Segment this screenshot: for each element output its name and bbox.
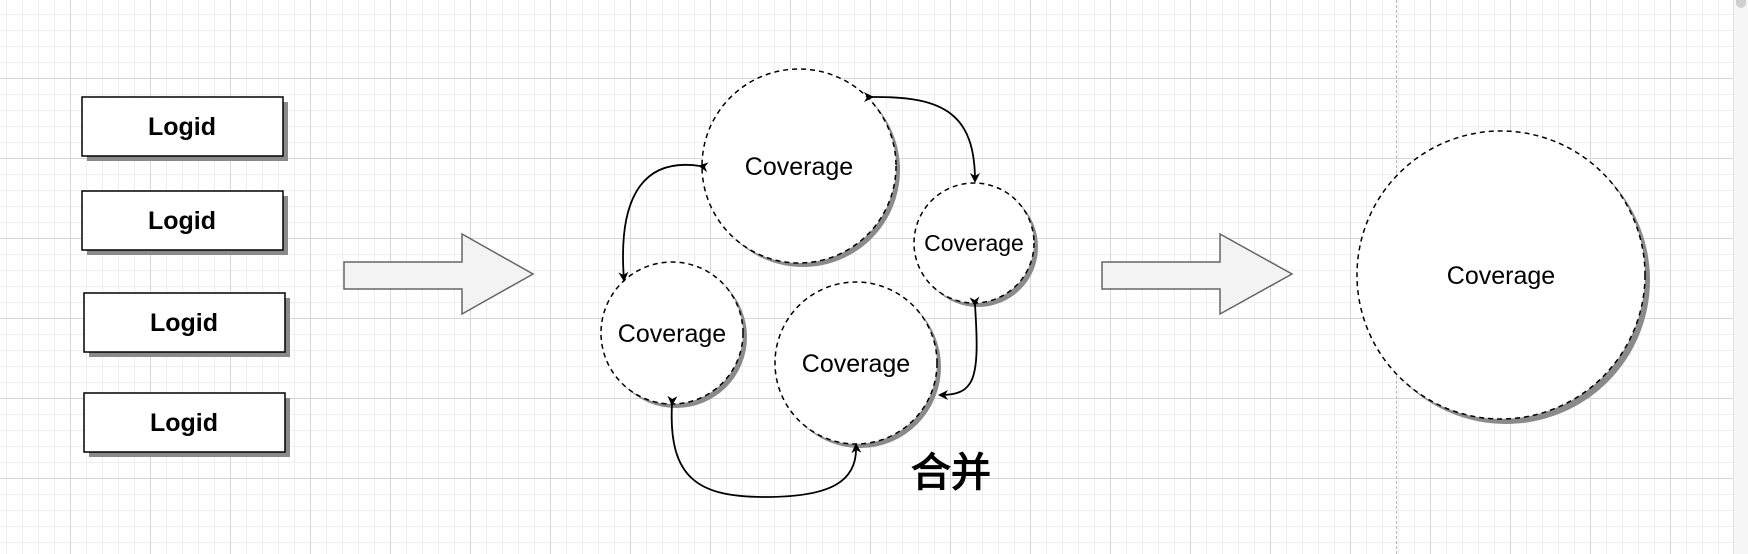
connector-top-left[interactable] (618, 162, 709, 282)
merged-coverage-circle[interactable]: Coverage (1356, 130, 1650, 424)
coverage-label: Coverage (924, 230, 1024, 256)
logid-box[interactable]: Logid (83, 392, 290, 457)
connector-top-right[interactable] (863, 92, 980, 183)
coverage-circle[interactable]: Coverage (600, 261, 747, 408)
coverage-circle[interactable]: Coverage (701, 68, 900, 267)
logid-box-label: Logid (150, 309, 218, 337)
transform-arrow-2[interactable] (1101, 232, 1294, 316)
logid-box-label: Logid (150, 409, 218, 437)
logid-box[interactable]: Logid (81, 190, 288, 255)
merged-coverage-label: Coverage (1447, 262, 1555, 290)
coverage-circle[interactable]: Coverage (774, 281, 941, 448)
scrollbar-thumb[interactable] (1736, 0, 1746, 8)
merge-label: 合并 (911, 450, 991, 496)
coverage-circle[interactable]: Coverage (913, 182, 1038, 307)
logid-box[interactable]: Logid (81, 96, 288, 161)
transform-arrow-1[interactable] (343, 232, 535, 316)
logid-box-label: Logid (148, 207, 216, 235)
vertical-scrollbar[interactable] (1733, 0, 1748, 554)
coverage-label: Coverage (802, 350, 910, 378)
connector-bottom-left[interactable] (667, 395, 862, 498)
logid-box-label: Logid (148, 113, 216, 141)
connector-right-bottom[interactable] (938, 296, 980, 400)
coverage-label: Coverage (618, 320, 726, 348)
coverage-label: Coverage (745, 153, 853, 181)
logid-box[interactable]: Logid (83, 292, 290, 357)
